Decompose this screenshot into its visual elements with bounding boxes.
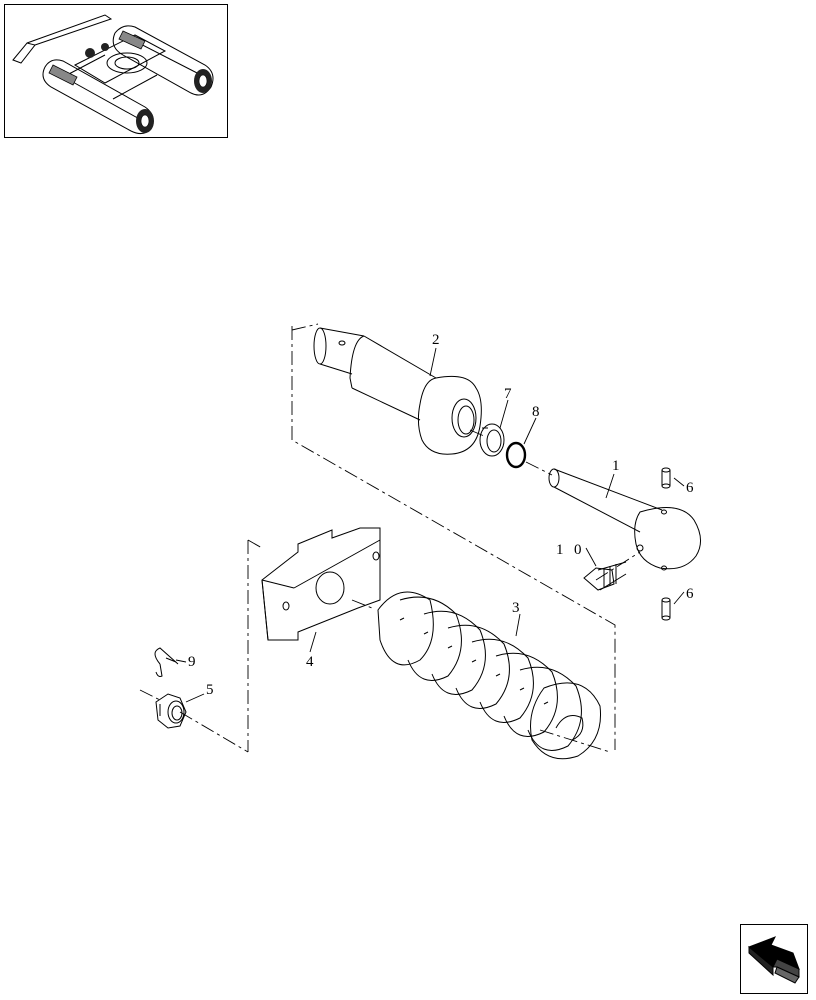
- callout-1: 1: [612, 458, 620, 474]
- callout-6-upper: 6: [686, 480, 694, 496]
- assembly-guide-lines: [139, 323, 641, 753]
- callout-10-digit-0: 0: [574, 542, 582, 558]
- return-arrow-icon: [748, 936, 800, 984]
- part-5-castle-nut[interactable]: [155, 693, 187, 729]
- part-9-cotter-pin[interactable]: [154, 647, 179, 677]
- part-6-dowel-lower[interactable]: [661, 597, 671, 621]
- callout-8: 8: [532, 404, 540, 420]
- callout-7: 7: [504, 386, 512, 402]
- part-6-dowel-upper[interactable]: [661, 467, 671, 489]
- callout-3: 3: [512, 600, 520, 616]
- callout-5: 5: [206, 682, 214, 698]
- leader-lines: [175, 347, 685, 703]
- part-2-flanged-pin[interactable]: [313, 327, 482, 455]
- callout-10-digit-1: 1: [556, 542, 564, 558]
- part-8-o-ring[interactable]: [505, 441, 527, 469]
- part-1-head-pin[interactable]: [548, 468, 701, 571]
- callout-6-lower: 6: [686, 586, 694, 602]
- callout-9: 9: [188, 654, 196, 670]
- part-7-bushing[interactable]: [479, 423, 505, 457]
- undercarriage-thumbnail[interactable]: [4, 4, 228, 138]
- callout-labels: 2 7 8 1 6 1 0 6 3 4 9 5: [188, 332, 694, 698]
- part-3-coil-spring[interactable]: [377, 591, 602, 760]
- return-button[interactable]: [740, 924, 808, 994]
- excavator-undercarriage-icon: [12, 14, 214, 135]
- callout-4: 4: [306, 654, 314, 670]
- part-10-grease-fitting[interactable]: [583, 561, 627, 591]
- callout-2: 2: [432, 332, 440, 348]
- part-4-bracket-plate[interactable]: [261, 527, 381, 641]
